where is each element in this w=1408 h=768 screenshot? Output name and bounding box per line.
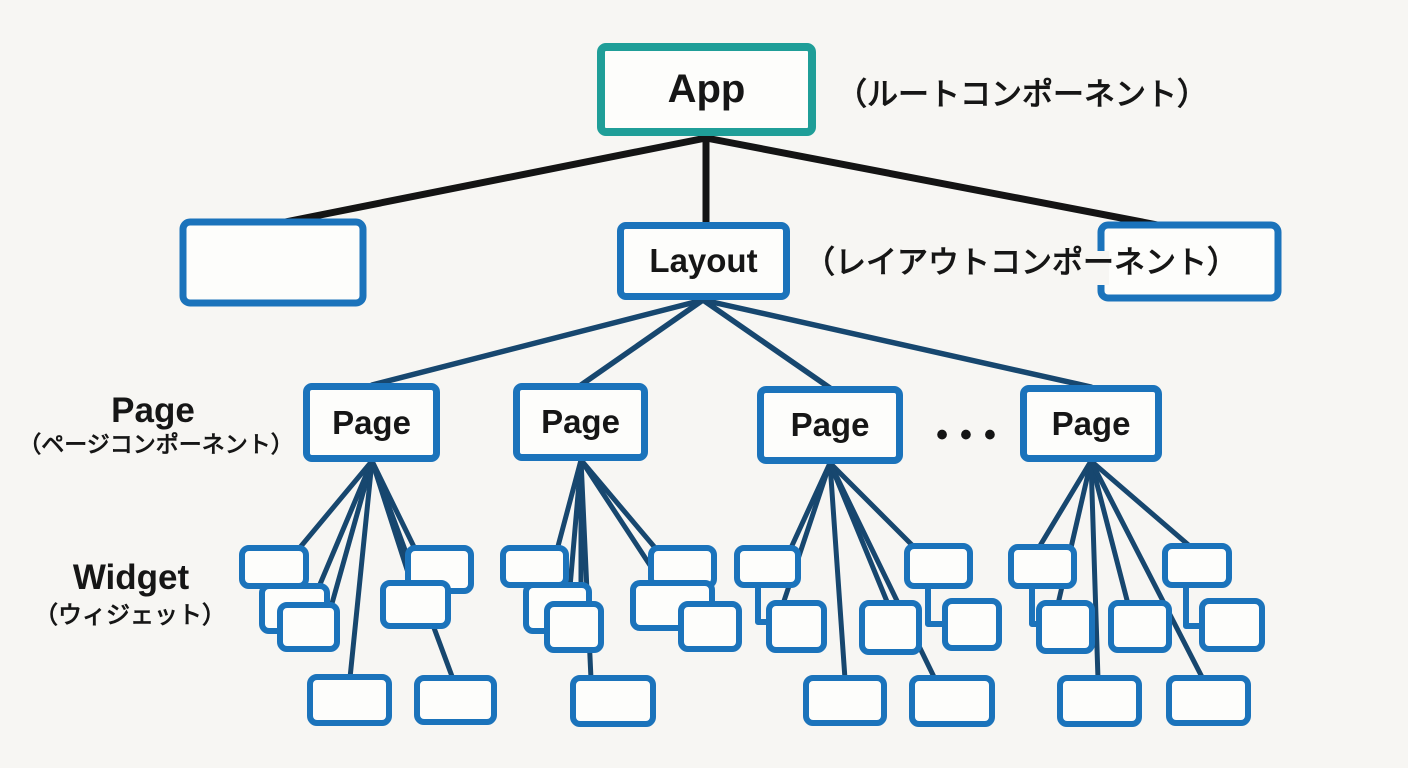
legend-page-subtitle: （ページコンポーネント） [18, 431, 294, 457]
widget-box [1166, 675, 1251, 726]
root-annotation: （ルートコンポーネント） [836, 77, 1208, 112]
widget-connector [1183, 585, 1202, 629]
node-page-2: Page [513, 383, 648, 461]
widget-box [803, 675, 887, 726]
tree-edge-page [1088, 458, 1131, 607]
tree-edge-layout [700, 297, 833, 391]
tree-edge-page [827, 460, 848, 682]
widget-box [239, 545, 309, 589]
layout-annotation: （レイアウトコンポーネント） [804, 245, 1238, 280]
tree-edge-root [702, 134, 1172, 231]
widget-box [1199, 598, 1265, 652]
widget-box [307, 674, 392, 726]
widget-box [1162, 543, 1232, 588]
tree-edge-root [271, 134, 710, 228]
node-page-1: Page [303, 383, 440, 462]
widget-box [734, 545, 801, 588]
tree-edge-page [328, 458, 375, 610]
node-layout: Layout [617, 222, 790, 300]
node-page-3: Page [757, 386, 903, 464]
widget-box [678, 601, 742, 652]
tree-edge-page [827, 460, 918, 551]
ellipsis-dots: ••• [936, 416, 1008, 454]
tree-edge-page [1088, 458, 1206, 682]
widget-box [500, 545, 569, 588]
widget-box [570, 675, 656, 727]
tree-edge-page [1035, 458, 1094, 552]
widget-box [1036, 600, 1095, 654]
widget-box [544, 601, 604, 653]
legend-widget-title: Widget [72, 558, 190, 597]
widget-box [909, 675, 995, 727]
widget-box [1108, 600, 1172, 653]
widget-box [859, 600, 922, 655]
tree-edge-layout [369, 297, 706, 388]
node-app: App [597, 43, 816, 136]
tree-edge-layout [578, 297, 706, 388]
widget-box [766, 600, 827, 653]
tree-edge-page [554, 457, 584, 553]
widget-box [414, 675, 497, 725]
tree-edge-page [1088, 458, 1195, 551]
legend-page-title: Page [111, 391, 195, 430]
widget-box [277, 602, 340, 652]
widget-connector [755, 585, 769, 625]
tree-edge-page [1088, 458, 1101, 682]
widget-box [904, 543, 973, 589]
legend-widget-subtitle: （ウィジェット） [34, 602, 226, 629]
tree-edge-page [315, 458, 375, 592]
tree-edge-page [294, 458, 375, 554]
tree-edge-layout [700, 297, 1094, 390]
widget-connector [925, 586, 945, 627]
tree-edge-page [347, 458, 375, 681]
widget-box [1008, 544, 1077, 589]
empty-node-left [179, 218, 367, 307]
widget-box [380, 580, 451, 629]
widget-box [942, 598, 1002, 651]
node-page-4: Page [1020, 385, 1162, 462]
widget-box [1057, 675, 1142, 727]
annotation-border-gap [1093, 251, 1109, 285]
